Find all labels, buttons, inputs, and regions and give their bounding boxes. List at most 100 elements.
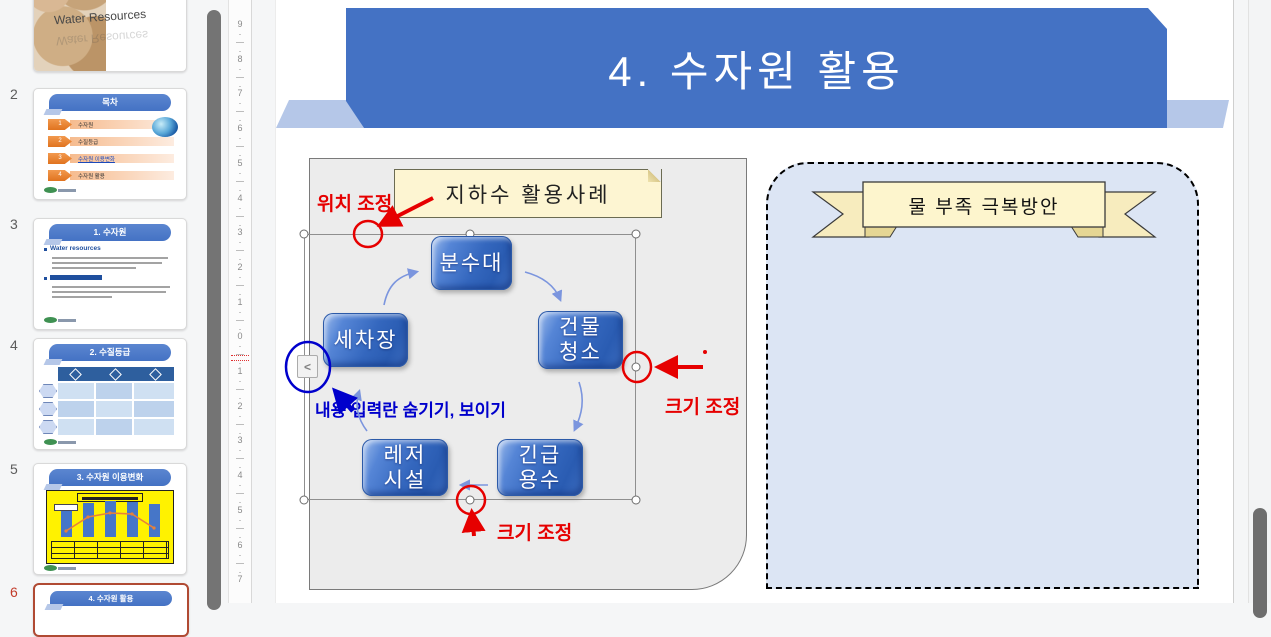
org-logo xyxy=(44,187,57,193)
ruler-tick xyxy=(236,250,244,252)
groundwater-note[interactable]: 지하수 활용사례 xyxy=(394,169,662,218)
ribbon-shape[interactable] xyxy=(811,180,1157,240)
ruler-tick xyxy=(236,76,244,78)
toc-item-number-arrow: 2 xyxy=(48,136,72,147)
node-leisure-facility[interactable]: 레저 시설 xyxy=(362,439,448,496)
toc-item-label: 수자원 활용 xyxy=(78,174,105,180)
thumbnail-slide-3[interactable]: 1. 수자원 Water resources xyxy=(33,218,187,330)
thumb2-title: 목차 xyxy=(49,94,171,111)
selection-handle-top-left[interactable] xyxy=(299,229,309,239)
ruler-label: 5 xyxy=(237,504,243,515)
toc-item-number-arrow: 1 xyxy=(48,119,72,130)
toc-item[interactable]: 1 수자원 xyxy=(48,119,178,130)
ruler-tick xyxy=(239,138,241,140)
title-slide-image xyxy=(34,0,106,71)
thumbnail-slide-1[interactable]: Water Resources Water Resources xyxy=(33,0,187,72)
ruler-tick xyxy=(239,363,241,365)
chart-bar xyxy=(149,504,160,537)
chart-bar xyxy=(105,501,116,537)
ribbon-title[interactable]: 물 부족 극복방안 xyxy=(908,196,1060,218)
main-scrollbar-thumb[interactable] xyxy=(1253,508,1267,618)
slide-title[interactable]: 4. 수자원 활용 xyxy=(608,47,905,95)
ruler-tick xyxy=(239,242,241,244)
selection-handle-bottom-center[interactable] xyxy=(465,495,475,505)
node-label: 레저 xyxy=(383,443,427,467)
ruler-tick xyxy=(239,68,241,70)
thumb3-heading2-bar xyxy=(50,275,102,280)
toc-item-number-arrow: 4 xyxy=(48,170,72,181)
ruler-tick xyxy=(239,276,241,278)
node-label: 시설 xyxy=(383,468,427,492)
thumb6-title: 4. 수자원 활용 xyxy=(50,591,172,606)
annotation-position-adjust[interactable]: 위치 조정 xyxy=(317,194,393,215)
main-scrollbar-track[interactable] xyxy=(1248,0,1271,603)
ruler-tick xyxy=(239,554,241,556)
chart-table xyxy=(51,541,169,559)
thumbnail-scrollbar[interactable] xyxy=(207,10,221,610)
ruler-tick xyxy=(239,519,241,521)
annotation-size-adjust-bottom[interactable]: 크기 조정 xyxy=(497,523,573,544)
toc-item-label: 수자원 이용변화 xyxy=(78,157,115,163)
ruler-tick xyxy=(236,146,244,148)
ruler-tick xyxy=(236,527,244,529)
toc-item[interactable]: 2 수질등급 xyxy=(48,136,178,147)
table-cell xyxy=(58,383,94,399)
node-emergency-water[interactable]: 긴급 용수 xyxy=(497,439,583,496)
selection-handle-middle-right[interactable] xyxy=(631,362,641,372)
selection-handle-bottom-right[interactable] xyxy=(631,495,641,505)
text-line xyxy=(52,262,162,264)
org-logo xyxy=(44,317,57,323)
ruler-tick xyxy=(239,207,241,209)
annotation-size-adjust-right[interactable]: 크기 조정 xyxy=(665,397,741,418)
slide-canvas[interactable]: 4. 수자원 활용 물 부족 극복방안 지하수 활용사례 분수대 세차장 건물 … xyxy=(275,0,1234,603)
org-logo-text xyxy=(58,189,76,192)
node-label: 건물 xyxy=(559,316,602,339)
thumbnail-slide-5[interactable]: 3. 수자원 이용변화 xyxy=(33,463,187,575)
thumbnail-slide-4[interactable]: 2. 수질등급 xyxy=(33,338,187,450)
table-row-hex xyxy=(39,420,57,434)
toc-item-bar xyxy=(70,171,174,180)
thumbnail-slide-6-selected[interactable]: 4. 수자원 활용 xyxy=(33,583,189,637)
text-line xyxy=(52,257,168,259)
ruler-tick xyxy=(239,536,241,538)
ruler-tick xyxy=(239,398,241,399)
ruler-label: 7 xyxy=(237,574,243,585)
title-banner[interactable] xyxy=(346,8,1167,128)
ruler-label: 5 xyxy=(237,157,243,168)
globe-clipart xyxy=(152,117,178,137)
org-logo-text xyxy=(58,567,76,570)
toc-item-label: 수질등급 xyxy=(78,140,99,146)
selection-handle-top-right[interactable] xyxy=(631,229,641,239)
toc-item-bar xyxy=(70,154,174,163)
toc-item-label: 수자원 xyxy=(78,123,94,129)
node-building-cleaning[interactable]: 건물 청소 xyxy=(538,311,623,369)
table-cell xyxy=(96,383,132,399)
node-fountain[interactable]: 분수대 xyxy=(431,236,512,290)
ruler-label: 9 xyxy=(237,19,243,29)
text-line xyxy=(52,267,136,269)
ruler-tick xyxy=(239,259,241,261)
ruler-tick xyxy=(239,293,241,295)
ruler-tick xyxy=(239,311,241,313)
node-label: 용수 xyxy=(518,468,562,492)
ruler-label: 1 xyxy=(237,366,243,376)
annotation-content-toggle[interactable]: 내용 입력란 숨기기, 보이기 xyxy=(315,401,506,420)
ruler-tick xyxy=(239,85,241,87)
content-pane-collapse-button[interactable]: < xyxy=(297,355,318,378)
text-line xyxy=(52,296,112,298)
node-car-wash[interactable]: 세차장 xyxy=(323,313,408,367)
ruler-label: 8 xyxy=(237,53,243,64)
selection-handle-bottom-left[interactable] xyxy=(299,495,309,505)
toc-item[interactable]: 4 수자원 활용 xyxy=(48,170,178,181)
ruler-label: 7 xyxy=(237,88,243,99)
ruler-tick xyxy=(236,111,244,113)
chart-bar xyxy=(83,503,94,537)
slide-number-2: 2 xyxy=(10,86,18,102)
ruler-tick xyxy=(239,51,241,52)
ruler-tick xyxy=(236,389,244,390)
ruler-tick xyxy=(236,562,244,564)
node-label: 분수대 xyxy=(439,251,504,275)
